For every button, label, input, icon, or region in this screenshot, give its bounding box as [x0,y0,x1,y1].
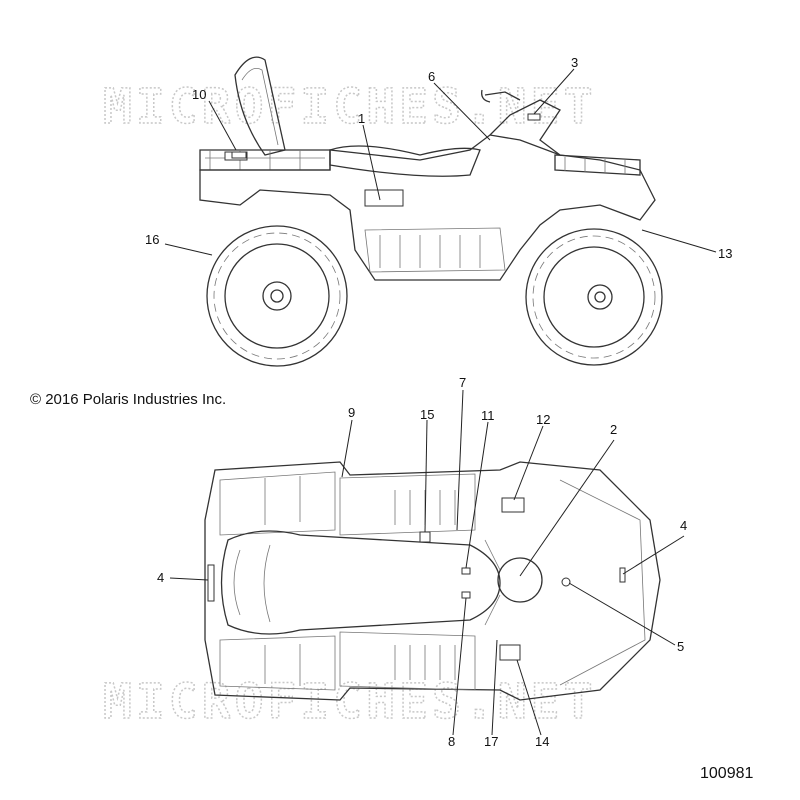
callout-8: 8 [448,734,456,749]
rear-rack [199,149,331,171]
decal-10 [231,151,247,159]
rear-wheel [206,225,348,367]
callout-2: 2 [610,422,618,437]
callout-13: 13 [718,246,733,261]
decal-4-front [619,567,626,583]
callout-9: 9 [348,405,356,420]
callout-3: 3 [571,55,579,70]
copyright-notice: © 2016 Polaris Industries Inc. [30,391,227,408]
callout-15: 15 [420,407,435,422]
callout-12: 12 [536,412,551,427]
callout-7: 7 [459,375,467,390]
body-panel [199,134,656,281]
callout-6: 6 [428,69,436,84]
document-number: 100981 [700,765,754,782]
decal-1 [364,189,404,207]
front-fender [489,99,561,156]
top-body-outline [204,461,661,701]
callout-14: 14 [535,734,550,749]
decal-12 [501,497,525,513]
callout-16: 16 [145,232,160,247]
callout-4-front: 4 [680,518,688,533]
leader-lines [164,68,717,736]
front-wheel [525,228,663,366]
callout-17: 17 [484,734,499,749]
decal-15 [419,531,431,543]
callout-10: 10 [192,87,207,102]
callout-1: 1 [358,111,366,126]
decal-3 [527,113,541,121]
watermark-top: MICROFICHES.NET [103,79,596,135]
handlebar [481,89,521,103]
decal-4-rear [207,564,215,602]
watermark-bottom: MICROFICHES.NET [103,674,596,730]
decal-5 [561,577,571,587]
front-rack [554,154,641,176]
top-seat [220,530,501,635]
decal-14 [499,644,521,661]
backrest [234,56,286,156]
atv-side-view [199,56,663,367]
callout-11: 11 [481,408,495,423]
callout-4-rear: 4 [157,570,165,585]
seat [329,145,481,177]
callout-5: 5 [677,639,685,654]
atv-top-view [204,461,661,701]
